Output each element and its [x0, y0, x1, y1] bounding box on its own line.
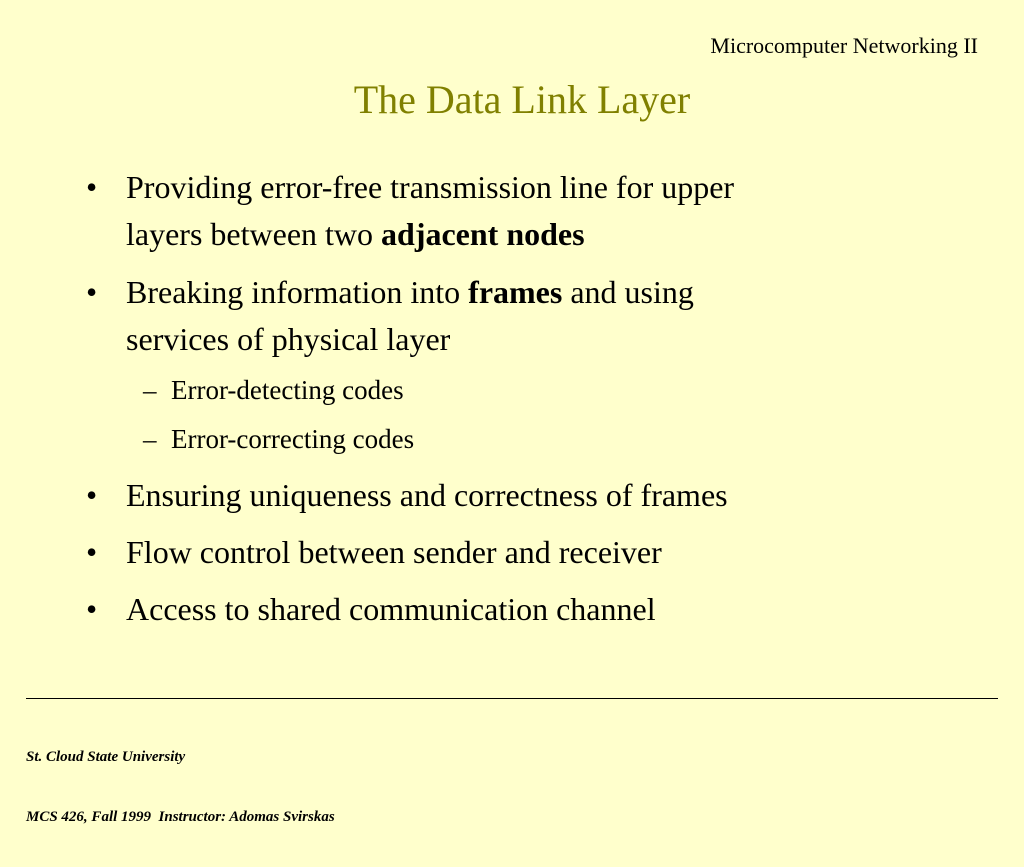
bullet-marker: •: [86, 169, 98, 205]
bullet-marker: •: [86, 591, 98, 627]
sub-bullet-text: Error-detecting codes: [171, 375, 404, 405]
course-header: Microcomputer Networking II: [710, 33, 978, 58]
bullet-marker: •: [86, 534, 98, 570]
bullet-text: Flow control between sender and receiver: [126, 534, 662, 570]
bullet-text: Providing error-free transmission line f…: [126, 169, 735, 205]
bullet-text: Access to shared communication channel: [126, 591, 656, 627]
footer-divider: [26, 698, 998, 699]
footer-course-instructor: MCS 426, Fall 1999 Instructor: Adomas Sv…: [26, 809, 335, 825]
dash-marker: –: [143, 375, 157, 405]
bullet-marker: •: [86, 274, 98, 310]
bullet-text-continuation: services of physical layer: [126, 321, 451, 357]
bullet-text: Ensuring uniqueness and correctness of f…: [126, 477, 728, 513]
sub-bullet-text: Error-correcting codes: [171, 424, 415, 454]
slide-title: The Data Link Layer: [353, 77, 691, 122]
bullet-text-continuation: layers between two adjacent nodes: [126, 216, 585, 252]
bullet-list: • Providing error-free transmission line…: [86, 169, 735, 627]
bullet-marker: •: [86, 477, 98, 513]
footer: St. Cloud State University MCS 426, Fall…: [26, 707, 335, 867]
bullet-text: Breaking information into frames and usi…: [126, 274, 694, 310]
bold-term-adjacent-nodes: adjacent nodes: [381, 216, 585, 252]
bold-term-frames: frames: [468, 274, 563, 310]
footer-university: St. Cloud State University: [26, 749, 186, 765]
dash-marker: –: [143, 424, 157, 454]
